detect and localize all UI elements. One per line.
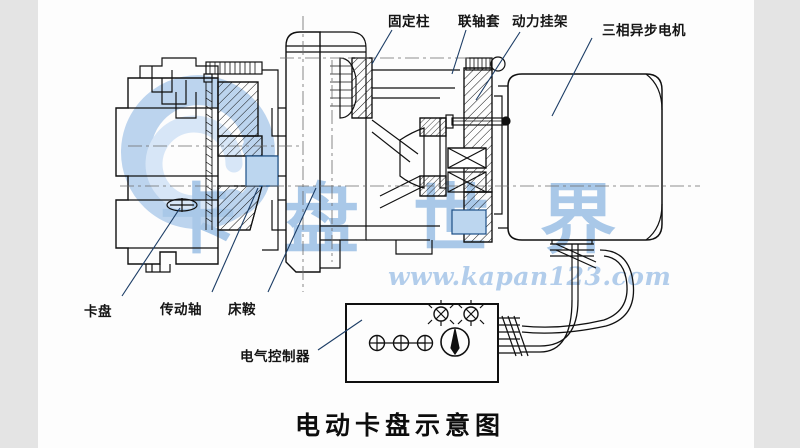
- label-coupling-sleeve: 联轴套: [458, 14, 500, 30]
- label-electric-controller: 电气控制器: [240, 349, 310, 365]
- control-buttons: [368, 334, 434, 352]
- label-bed-saddle: 床鞍: [228, 302, 256, 318]
- diagram-title: 电动卡盘示意图: [294, 411, 505, 440]
- indicator-lamps: [427, 300, 485, 326]
- centerlines: [120, 16, 700, 292]
- watermark-url: www.kapan123.com: [388, 262, 672, 291]
- bed-saddle: [271, 31, 373, 273]
- label-drive-shaft: 传动轴: [160, 302, 202, 318]
- leader-lines: [121, 29, 593, 351]
- watermark-char: 盘: [283, 175, 359, 264]
- label-chuck: 卡盘: [84, 304, 112, 320]
- coupling-and-bracket: [399, 56, 511, 243]
- chuck-assembly: [115, 57, 219, 273]
- label-fixed-post: 固定柱: [388, 14, 430, 30]
- chuck-hub-section: [203, 61, 279, 251]
- cable-conduit: [498, 315, 529, 357]
- motor-cable: [520, 249, 635, 353]
- drive-shaft: [366, 69, 460, 255]
- three-phase-motor: [494, 73, 663, 300]
- label-power-bracket: 动力挂架: [512, 14, 568, 30]
- selector-knob: [440, 327, 470, 357]
- label-three-phase-motor: 三相异步电机: [602, 23, 686, 39]
- electric-control-box: [345, 300, 529, 383]
